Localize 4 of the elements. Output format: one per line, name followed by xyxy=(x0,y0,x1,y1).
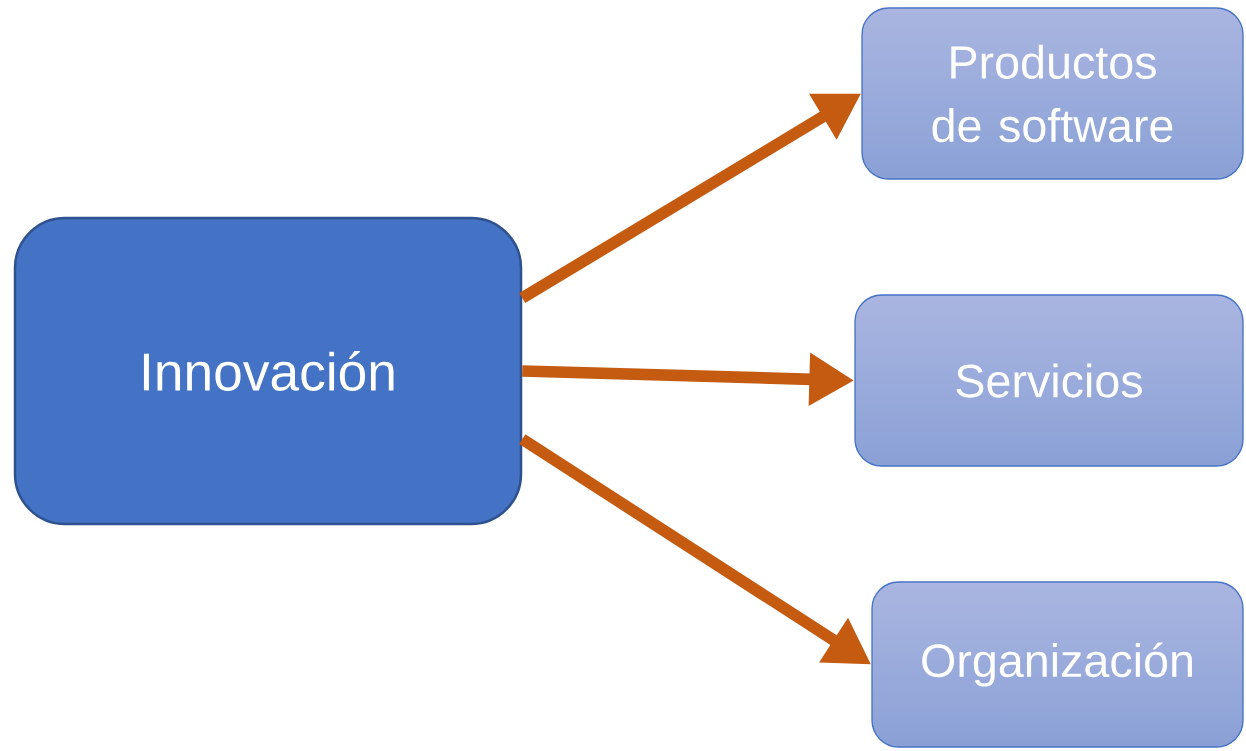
result-box: Organización xyxy=(871,581,1244,748)
result-box: Servicios xyxy=(854,294,1244,467)
result-box: Productos de software xyxy=(861,7,1244,180)
process-box: Innovación xyxy=(13,216,523,526)
